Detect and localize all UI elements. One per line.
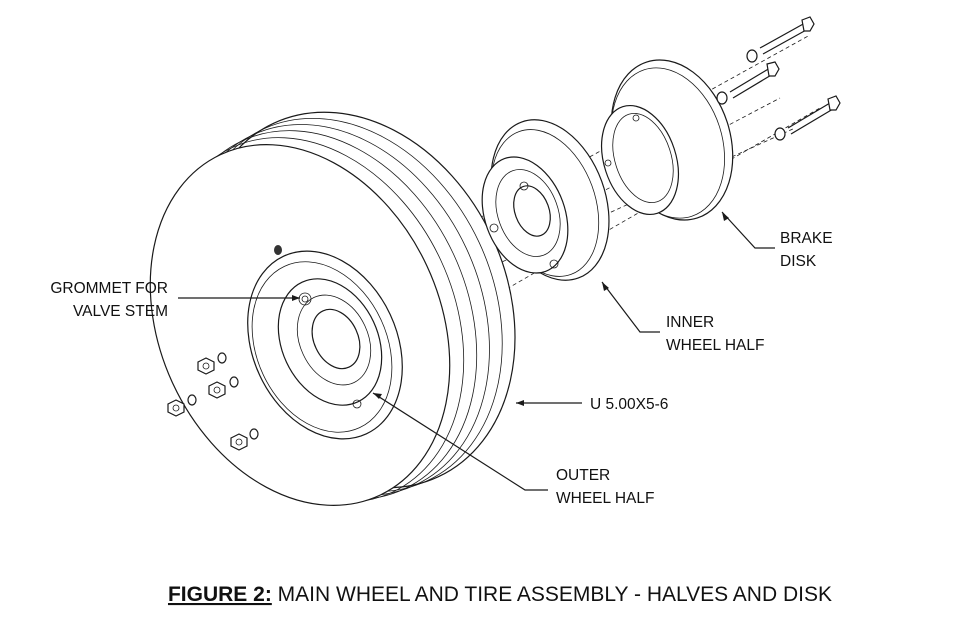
figure-caption-text: MAIN WHEEL AND TIRE ASSEMBLY - HALVES AN… <box>272 583 832 606</box>
tire-spec-label: U 5.00X5-6 <box>590 396 668 413</box>
inner-wheel-half <box>481 119 610 281</box>
grommet-label-line1: GROMMET FOR <box>50 280 168 297</box>
figure-caption-prefix: FIGURE 2: <box>168 583 272 606</box>
inner-wheel-half-label-line1: INNER <box>666 314 714 331</box>
nuts-and-washers <box>167 352 259 451</box>
leader-arrows <box>292 212 729 406</box>
brake-disk-label-line1: BRAKE <box>780 230 833 247</box>
grommet-label-line2: VALVE STEM <box>73 303 168 320</box>
brake-disk-label-line2: DISK <box>780 253 817 270</box>
outer-wheel-half-label-line1: OUTER <box>556 467 610 484</box>
inner-wheel-half-label-line2: WHEEL HALF <box>666 337 764 354</box>
outer-wheel-half-label-line2: WHEEL HALF <box>556 490 654 507</box>
leader-lines <box>178 211 775 491</box>
valve-hole <box>274 245 282 255</box>
bolts-and-washers <box>716 16 841 141</box>
brake-disk <box>601 59 734 221</box>
figure-caption: FIGURE 2: MAIN WHEEL AND TIRE ASSEMBLY -… <box>168 583 832 606</box>
